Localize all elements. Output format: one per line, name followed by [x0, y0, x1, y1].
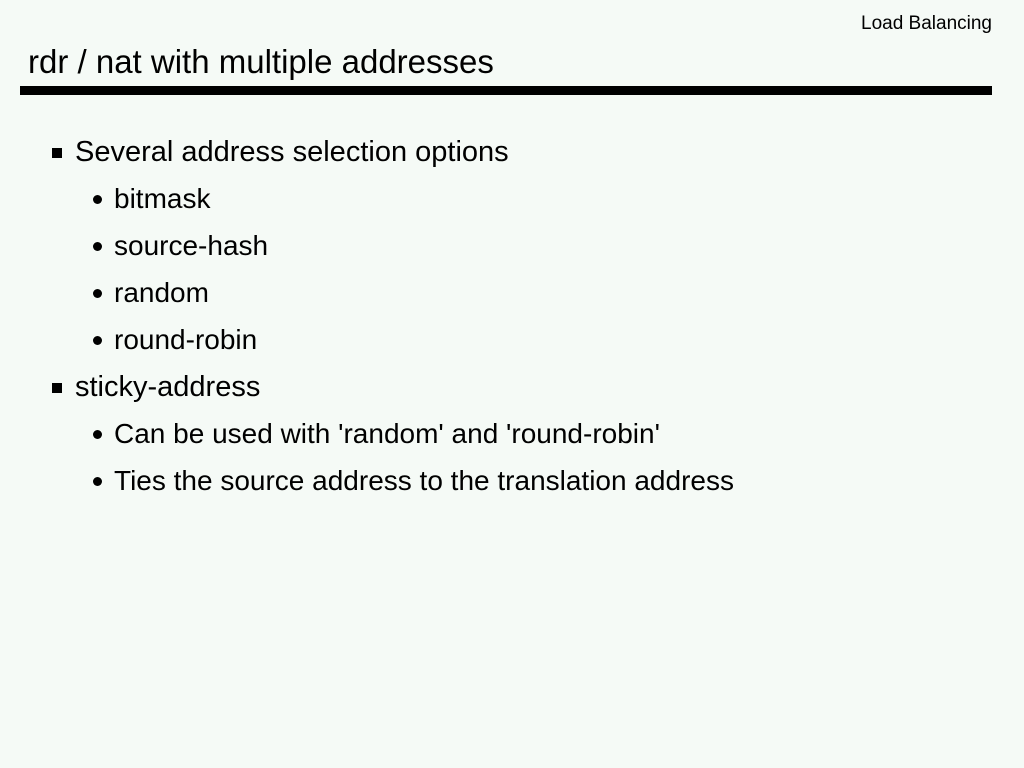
bullet-item: source-hash — [0, 229, 1024, 276]
disc-bullet-icon — [93, 336, 102, 345]
bullet-item-label: bitmask — [114, 183, 211, 214]
bullet-item-label: random — [114, 277, 209, 308]
bullet-item: Ties the source address to the translati… — [0, 464, 1024, 511]
disc-bullet-icon — [93, 430, 102, 439]
bullet-item: sticky-address — [0, 370, 1024, 417]
disc-bullet-icon — [93, 195, 102, 204]
bullet-item-label: Several address selection options — [75, 136, 509, 168]
slide-title: rdr / nat with multiple addresses — [28, 43, 494, 80]
slide-section-header: Load Balancing — [861, 13, 992, 34]
slide-body: Several address selection options bitmas… — [0, 135, 1024, 511]
bullet-item-label: Ties the source address to the translati… — [114, 465, 734, 496]
bullet-item: Several address selection options — [0, 135, 1024, 182]
bullet-item-label: Can be used with 'random' and 'round-rob… — [114, 418, 660, 449]
bullet-item: Can be used with 'random' and 'round-rob… — [0, 417, 1024, 464]
disc-bullet-icon — [93, 242, 102, 251]
bullet-item-label: source-hash — [114, 230, 269, 261]
bullet-item: round-robin — [0, 323, 1024, 370]
disc-bullet-icon — [93, 477, 102, 486]
title-underline-rule — [20, 86, 992, 95]
disc-bullet-icon — [93, 289, 102, 298]
bullet-item-label: sticky-address — [75, 371, 261, 403]
bullet-item: random — [0, 276, 1024, 323]
bullet-item-label: round-robin — [114, 324, 258, 355]
square-bullet-icon — [52, 148, 62, 158]
bullet-item: bitmask — [0, 182, 1024, 229]
square-bullet-icon — [52, 383, 62, 393]
